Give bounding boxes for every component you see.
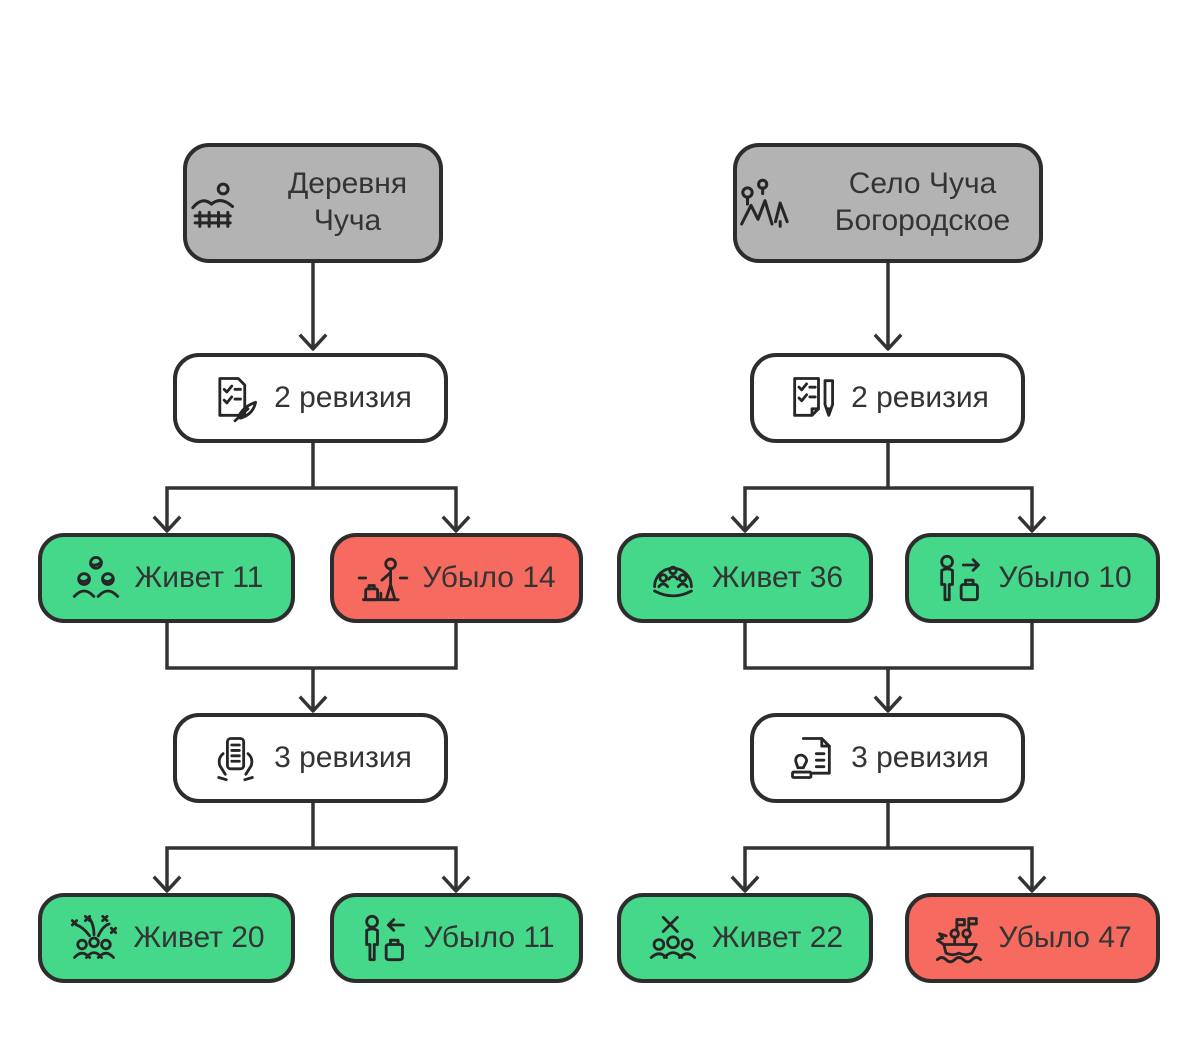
node-zhivet-36: Живет 36 [617, 533, 873, 623]
node-label: 3 ревизия [851, 740, 989, 774]
stamped-document-icon [791, 737, 831, 779]
village-fence-icon [191, 182, 235, 228]
checklist-quill-icon [218, 377, 258, 423]
arrowhead [298, 695, 328, 713]
node-label: Живет 22 [711, 920, 844, 954]
node-label: Живет 20 [133, 920, 265, 954]
node-label: 2 ревизия [851, 380, 989, 414]
node-zhivet-20: Живет 20 [38, 893, 295, 983]
person-departing-luggage-icon [358, 557, 409, 602]
node-revision3-left: 3 ревизия [173, 713, 448, 803]
person-luggage-arrow-left-icon [365, 914, 406, 962]
node-ubylo-14: Убыло 14 [330, 533, 583, 623]
arrowhead [873, 695, 903, 713]
arrowhead [441, 875, 471, 893]
connector-rev3-split-left [165, 801, 458, 890]
node-selo-chucha-bogorodskoe: Село Чуча Богородское [733, 143, 1043, 263]
node-ubylo-11: Убыло 11 [330, 893, 583, 983]
node-label: 3 ревизия [274, 740, 412, 774]
arrowhead [152, 515, 182, 533]
arrowhead [152, 875, 182, 893]
node-revision2-left: 2 ревизия [173, 353, 448, 443]
person-luggage-arrow-right-icon [940, 554, 981, 602]
node-village-chucha: Деревня Чуча [183, 143, 443, 263]
connector-rev2-split-left [165, 441, 458, 530]
connector-rev3-split-right [743, 801, 1034, 890]
connector-rev2-split-right [743, 441, 1034, 530]
node-ubylo-10: Убыло 10 [905, 533, 1160, 623]
node-label: Убыло 47 [998, 920, 1132, 954]
arrowhead [298, 333, 328, 351]
arrowhead [730, 515, 760, 533]
node-label: Село Чуча Богородское [834, 167, 1011, 237]
node-label: Живет 11 [134, 560, 264, 594]
people-x-mark-icon [649, 916, 696, 959]
connector-merge-to-rev3-right [743, 621, 1034, 710]
connector-merge-to-rev3-left [165, 621, 458, 710]
node-label: Деревня Чуча [287, 167, 408, 237]
node-label: Убыло 11 [423, 920, 555, 954]
node-ubylo-47: Убыло 47 [905, 893, 1160, 983]
arrowhead [1017, 875, 1047, 893]
hands-holding-list-icon [217, 737, 254, 782]
node-revision3-right: 3 ревизия [750, 713, 1025, 803]
arrowhead [873, 333, 903, 351]
arrowhead [1017, 515, 1047, 533]
boat-passengers-icon [936, 917, 983, 964]
node-label: Живет 36 [711, 560, 844, 594]
node-label: Убыло 10 [998, 560, 1132, 594]
node-zhivet-22: Живет 22 [617, 893, 873, 983]
node-label: 2 ревизия [274, 380, 412, 414]
arrowhead [441, 515, 471, 533]
node-label: Убыло 14 [422, 560, 556, 594]
checklist-pen-icon [793, 377, 835, 417]
node-revision2-right: 2 ревизия [750, 353, 1025, 443]
arrowhead [730, 875, 760, 893]
community-dome-icon [653, 565, 693, 598]
map-pin-forest-icon [740, 178, 789, 228]
celebrating-crowd-icon [71, 914, 118, 959]
family-group-icon [72, 556, 119, 598]
node-zhivet-11: Живет 11 [38, 533, 295, 623]
